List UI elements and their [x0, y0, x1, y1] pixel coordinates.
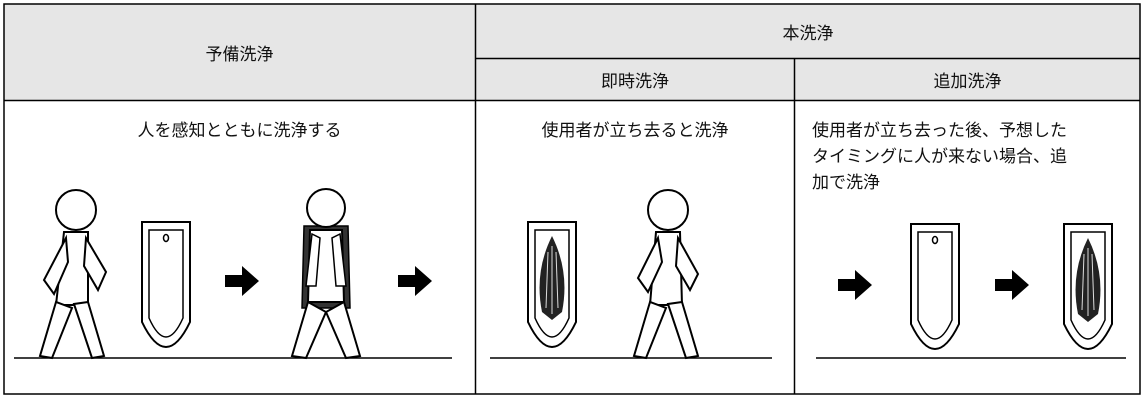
header-main-flush: 本洗浄 [476, 4, 1140, 58]
table-grid [3, 3, 1141, 395]
description-preliminary: 人を感知とともに洗浄する [137, 121, 342, 141]
description-additional-line-2: タイミングに人が来ない場合、追 [812, 147, 1067, 167]
description-immediate: 使用者が立ち去ると洗浄 [541, 121, 729, 141]
header-preliminary-flush: 予備洗浄 [4, 4, 475, 100]
description-additional: 使用者が立ち去った後、予想した タイミングに人が来ない場合、追 加で洗浄 [812, 118, 1138, 196]
header-additional-label: 追加洗浄 [933, 72, 1002, 92]
header-preliminary-label: 予備洗浄 [205, 44, 274, 65]
header-immediate-label: 即時洗浄 [601, 72, 669, 92]
person-walking-icon [38, 189, 108, 360]
header-additional-flush: 追加洗浄 [795, 59, 1140, 100]
person-walking-icon [632, 189, 700, 360]
arrow-right-icon [398, 266, 432, 296]
arrow-right-icon [995, 270, 1029, 300]
urinal-flushing-icon [527, 221, 577, 348]
description-additional-line-1: 使用者が立ち去った後、予想した [812, 121, 1067, 141]
header-main-label: 本洗浄 [782, 23, 834, 44]
header-immediate-flush: 即時洗浄 [476, 59, 794, 100]
arrow-right-icon [838, 270, 872, 300]
person-standing-icon [290, 188, 362, 360]
urinal-icon [910, 223, 960, 350]
arrow-right-icon [225, 266, 259, 296]
description-additional-line-3: 加で洗浄 [812, 173, 880, 193]
urinal-flushing-icon [1063, 223, 1113, 350]
urinal-icon [141, 221, 191, 348]
